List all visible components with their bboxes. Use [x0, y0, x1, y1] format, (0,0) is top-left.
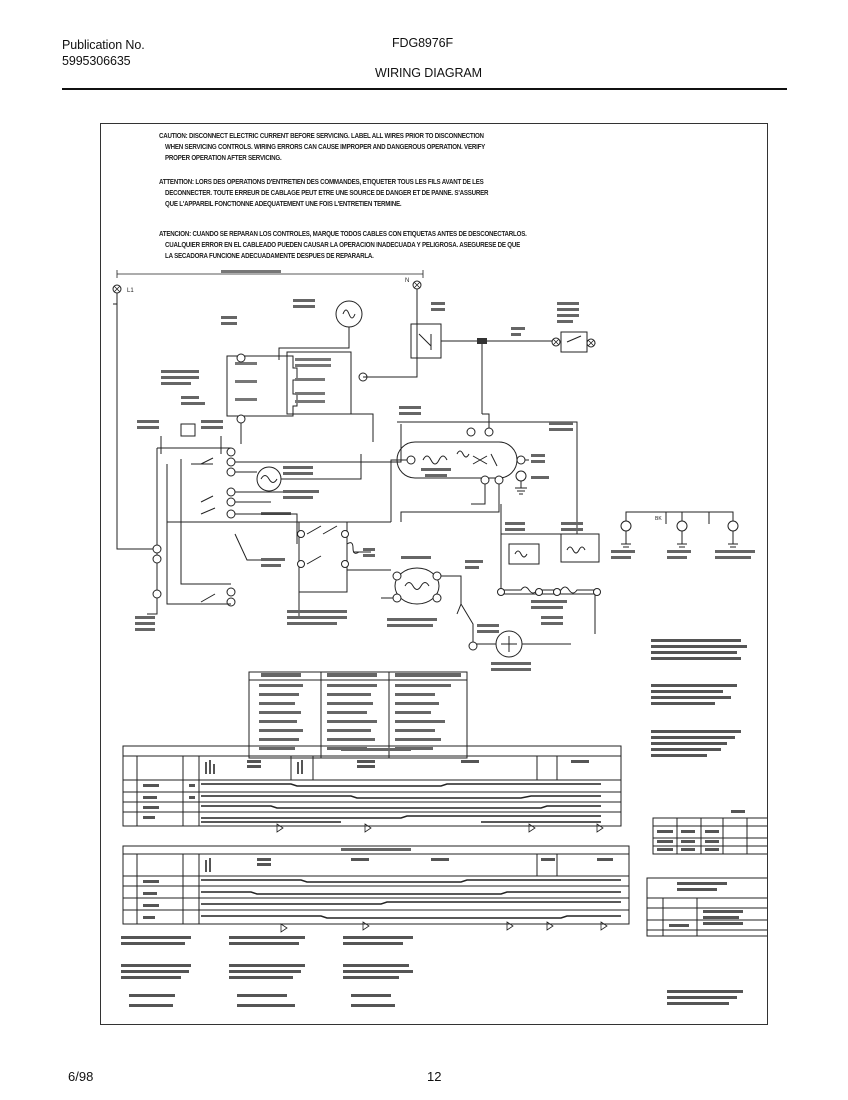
- caution-es-line-3: LA SECADORA FUNCIONE ADECUADAMENTE DESPU…: [165, 251, 374, 260]
- motor-thermal-protector-icon: [256, 466, 282, 492]
- bk-label: BK: [655, 516, 662, 522]
- header-rule: [62, 88, 787, 90]
- page-title: WIRING DIAGRAM: [375, 66, 482, 80]
- caution-fr-line-3: QUE L'APPAREIL FONCTIONNE ADEQUATEMENT U…: [165, 199, 402, 208]
- start-switch-icon: [180, 423, 196, 437]
- door-switch-icon: [410, 323, 442, 359]
- footer-date: 6/98: [68, 1069, 94, 1084]
- option-table-top: [652, 810, 767, 855]
- gas-valve-coil-right-icon: [560, 533, 600, 563]
- supply-n-connector: [412, 280, 422, 290]
- footnotes: [121, 936, 743, 1007]
- high-limit-thermostat-icon: [560, 331, 588, 353]
- page-number: 12: [427, 1069, 442, 1084]
- ground-icon: [515, 470, 527, 495]
- wiring-schematic: L1 N: [112, 270, 767, 1007]
- caution-en-line-1: CAUTION: DISCONNECT ELECTRIC CURRENT BEF…: [159, 131, 484, 140]
- gas-valve-coil-left-icon: [508, 543, 540, 565]
- caution-english: CAUTION: DISCONNECT ELECTRIC CURRENT BEF…: [159, 130, 485, 163]
- option-table-bottom: [646, 877, 767, 937]
- timer-chart-2: [122, 845, 630, 933]
- caution-fr-line-1: ATTENTION: LORS DES OPERATIONS D'ENTRETI…: [159, 177, 484, 186]
- drum-light-icon: [495, 630, 523, 658]
- supply-l1-connector: [112, 284, 122, 294]
- timer-chart-1: [122, 745, 622, 833]
- cycling-thermostat-block: [297, 521, 360, 593]
- power-cord-terminals: [620, 511, 739, 548]
- blower-motor-icon: [394, 567, 440, 605]
- symbol-legend-table: [248, 671, 468, 759]
- caution-en-line-2: WHEN SERVICING CONTROLS. WIRING ERRORS C…: [165, 142, 486, 151]
- timer-switch-block: [152, 447, 236, 607]
- drive-motor-icon: [335, 300, 363, 328]
- caution-fr-line-2: DECONNECTER. TOUTE ERREUR DE CABLAGE PEU…: [165, 188, 489, 197]
- model-number: FDG8976F: [392, 36, 454, 50]
- caution-en-line-3: PROPER OPERATION AFTER SERVICING.: [165, 153, 282, 162]
- n-label: N: [405, 278, 409, 284]
- publication-number: 5995306635: [62, 54, 131, 68]
- caution-spanish: ATENCION: CUANDO SE REPARAN LOS CONTROLE…: [159, 228, 527, 261]
- l1-label: L1: [127, 288, 134, 294]
- electronic-control-icon: [226, 355, 298, 417]
- caution-french: ATTENTION: LORS DES OPERATIONS D'ENTRETI…: [159, 176, 489, 209]
- caution-es-line-1: ATENCION: CUANDO SE REPARAN LOS CONTROLE…: [159, 229, 527, 238]
- publication-label: Publication No.: [62, 38, 145, 52]
- caution-es-line-2: CUALQUIER ERROR EN EL CABLEADO PUEDEN CA…: [165, 240, 521, 249]
- diagram-frame: CAUTION: DISCONNECT ELECTRIC CURRENT BEF…: [100, 123, 768, 1025]
